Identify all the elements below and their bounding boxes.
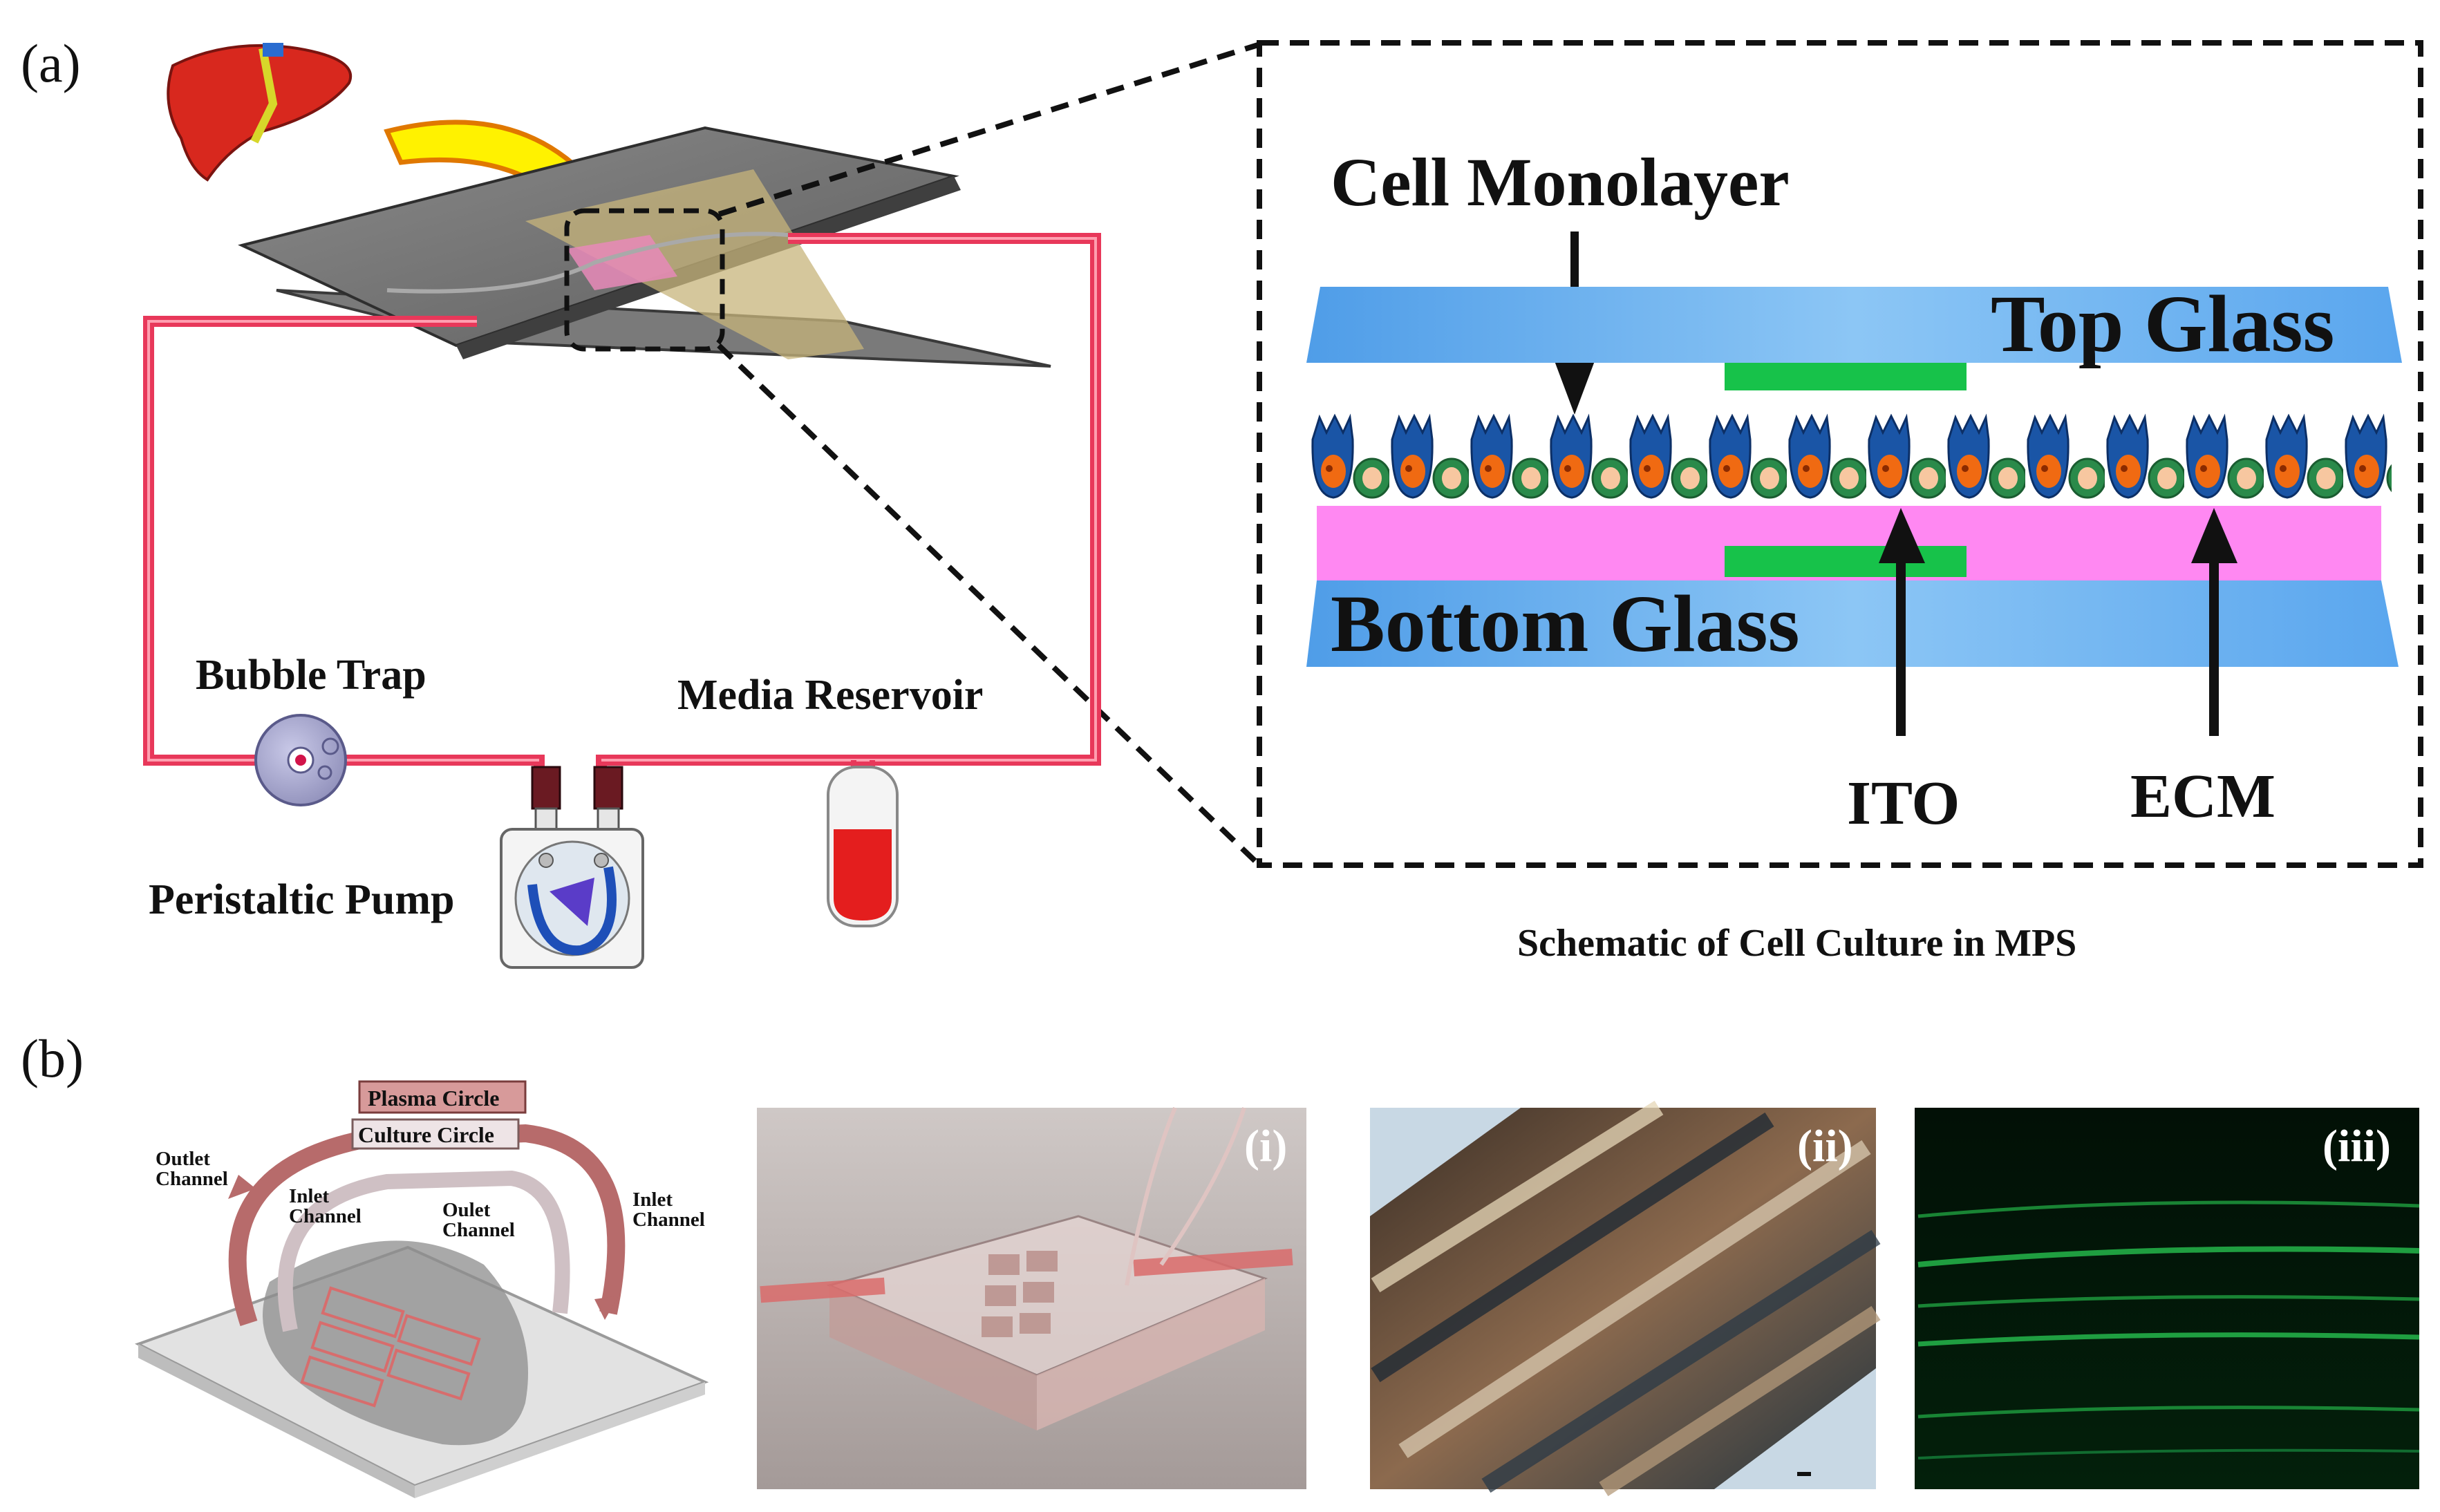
inset-caption: Schematic of Cell Culture in MPS: [1517, 922, 2076, 965]
bottom-glass-label: Bottom Glass: [1331, 578, 1800, 669]
cell-monolayer: [1310, 412, 2392, 507]
culture-circle-label: Culture Circle: [358, 1122, 494, 1147]
plasma-circle-label: Plasma Circle: [368, 1086, 499, 1111]
bubble-trap-label: Bubble Trap: [196, 652, 426, 699]
top-glass-label: Top Glass: [1991, 278, 2334, 369]
panel-b-label: (b): [21, 1028, 84, 1088]
chip-diagram: [134, 1080, 709, 1498]
photo-i: [757, 1106, 1306, 1489]
zoom-line-bottom: [717, 343, 1260, 866]
ecm-label: ECM: [2130, 762, 2275, 831]
photo-ii-label: (ii): [1797, 1121, 1853, 1171]
peristaltic-pump-label: Peristaltic Pump: [149, 876, 455, 923]
liver-icon: [167, 43, 352, 182]
ecm-arrow: [2191, 508, 2237, 736]
photo-i-label: (i): [1244, 1121, 1287, 1171]
photo-iii: [1915, 1108, 2420, 1489]
photo-iii-label: (iii): [2322, 1121, 2391, 1171]
top-glass: [1306, 287, 2402, 363]
cell-monolayer-label: Cell Monolayer: [1331, 144, 1790, 220]
media-reservoir-icon: [827, 760, 899, 927]
media-reservoir-label: Media Reservoir: [677, 672, 983, 719]
ito-arrow: [1879, 508, 1925, 736]
peristaltic-pump-icon: [500, 766, 644, 969]
panel-a-label: (a): [21, 33, 81, 93]
ito-label: ITO: [1847, 769, 1960, 838]
glass-chip: [238, 126, 1051, 368]
zoom-line-top: [717, 42, 1259, 217]
ito-top: [1725, 363, 1967, 390]
bubble-trap-icon: [254, 714, 347, 806]
tubing-highlight: [147, 237, 1097, 762]
bottom-glass: [1306, 580, 2399, 667]
zoom-region: [564, 208, 725, 352]
photo-ii: [1370, 1100, 1881, 1497]
ito-bottom: [1725, 546, 1967, 577]
